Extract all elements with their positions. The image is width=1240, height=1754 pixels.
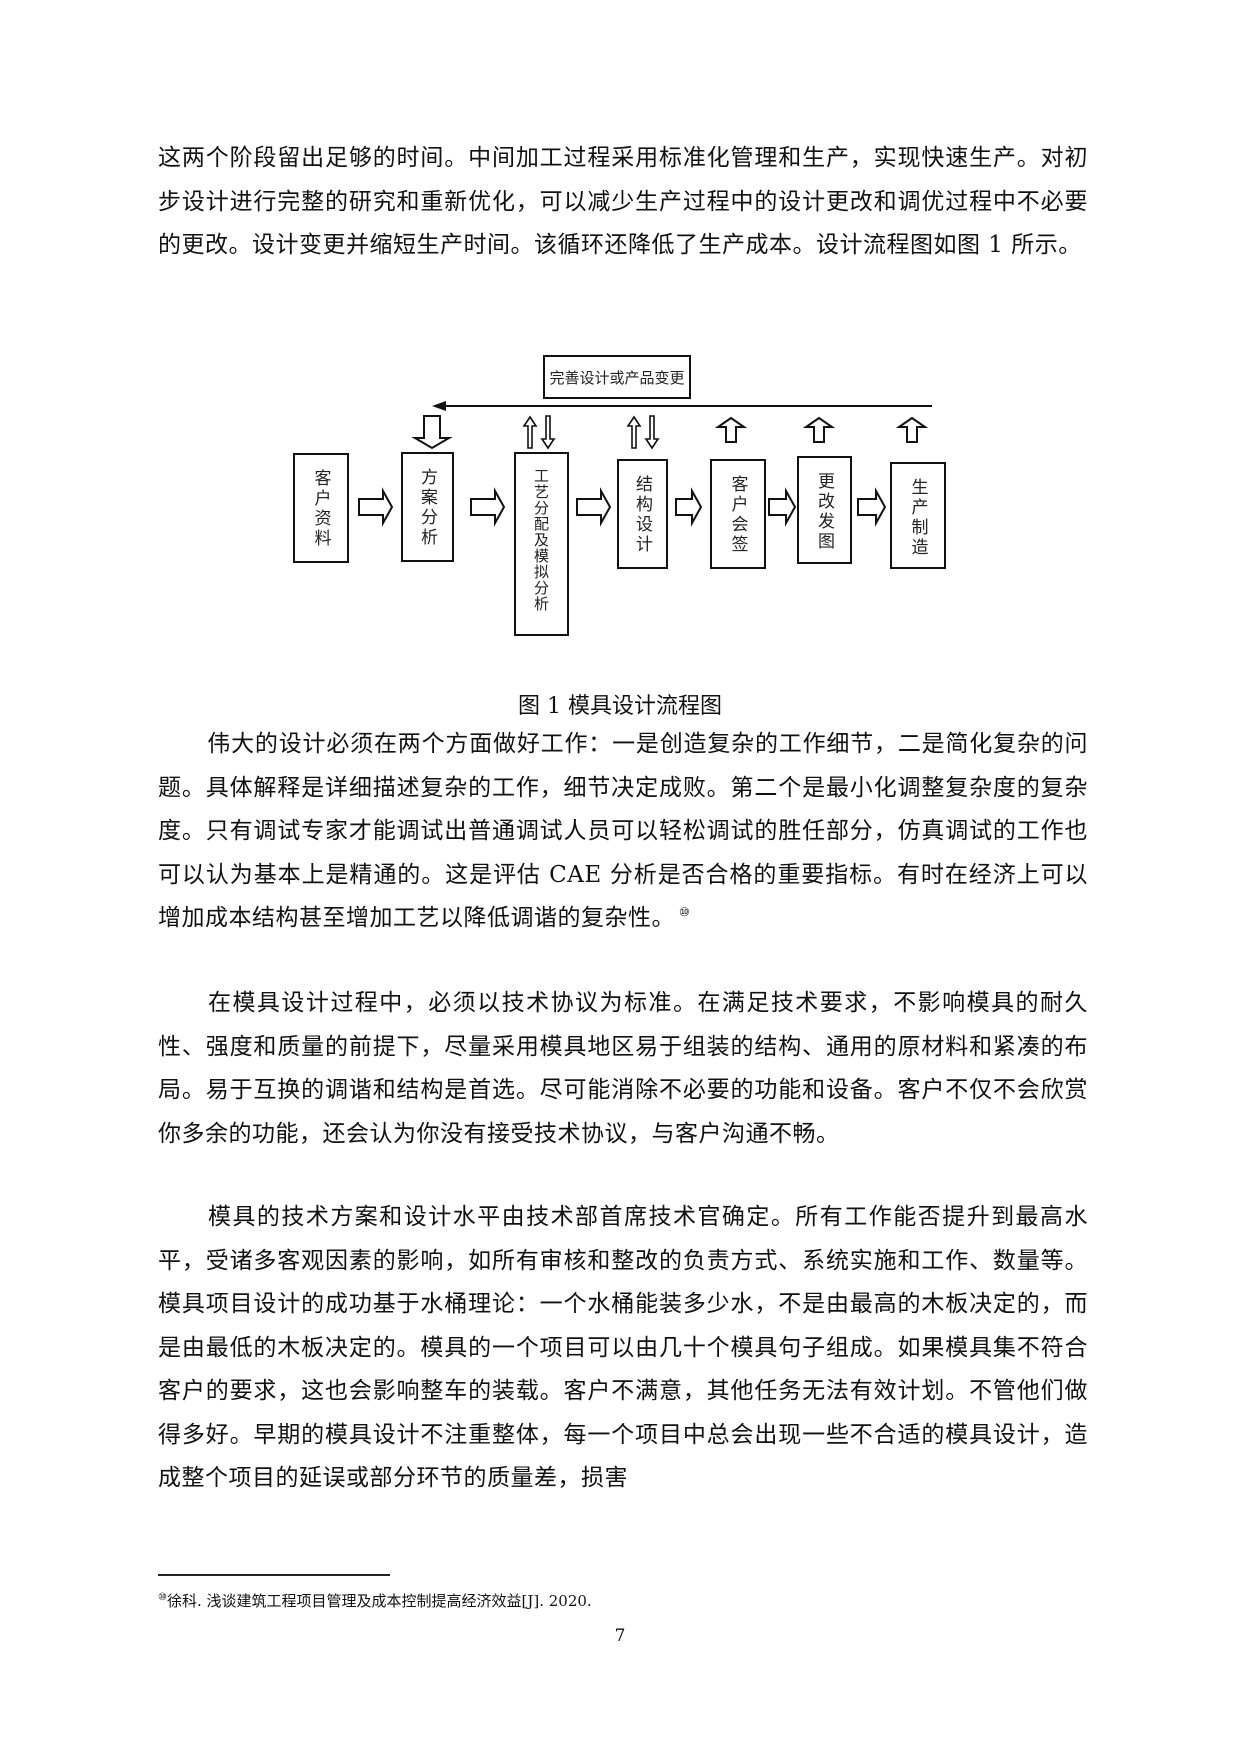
paragraph-3: 模具的技术方案和设计水平由技术部首席技术官确定。所有工作能否提升到最高水平，受诸… — [158, 1196, 1088, 1501]
flow-step-1: 客户资料 — [293, 453, 349, 563]
flow-step-label: 方案分析 — [417, 468, 437, 548]
flow-step-label: 客户资料 — [310, 469, 331, 549]
arrowhead-left-icon — [432, 401, 446, 411]
flowchart-arrows — [358, 401, 932, 527]
up-down-arrows-icon — [626, 415, 660, 450]
paragraph-3-text: 模具的技术方案和设计水平由技术部首席技术官确定。所有工作能否提升到最高水平，受诸… — [158, 1204, 1088, 1491]
page-number-text: 7 — [614, 1626, 626, 1646]
footnote-divider — [158, 1574, 390, 1576]
footnote-reference[interactable]: ⑩ — [679, 905, 691, 920]
flow-step-label: 工艺分配及模拟分析 — [532, 468, 550, 612]
up-down-arrows-icon — [522, 415, 556, 450]
page-number: 7 — [0, 1626, 1240, 1646]
feedback-box: 完善设计或产品变更 — [543, 355, 691, 399]
up-arrow-icon — [714, 416, 748, 443]
paragraph-1-text: 伟大的设计必须在两个方面做好工作：一是创造复杂的工作细节，二是简化复杂的问题。具… — [158, 731, 1088, 931]
flow-step-2: 方案分析 — [401, 452, 454, 562]
flow-step-label: 结构设计 — [632, 475, 652, 555]
flow-step-4: 结构设计 — [617, 459, 668, 569]
right-arrow-icon — [675, 487, 703, 527]
right-arrow-icon — [358, 487, 394, 527]
flow-step-label: 客户会签 — [727, 475, 748, 555]
paragraph-2-text: 在模具设计过程中，必须以技术协议为标准。在满足技术要求，不影响模具的耐久性、强度… — [158, 990, 1088, 1147]
flow-step-6: 更改发图 — [797, 456, 852, 564]
right-arrow-icon — [857, 487, 887, 527]
paragraph-intro-text: 这两个阶段留出足够的时间。中间加工过程采用标准化管理和生产，实现快速生产。对初步… — [158, 145, 1088, 258]
down-arrow-icon — [411, 415, 453, 450]
figure-caption: 图 1 模具设计流程图 — [0, 688, 1240, 720]
footnote-marker: ⑩ — [158, 1592, 167, 1603]
right-arrow-icon — [576, 487, 612, 527]
footnote-text: 徐科. 浅谈建筑工程项目管理及成本控制提高经济效益[J]. 2020. — [166, 1592, 592, 1610]
flow-step-5: 客户会签 — [710, 459, 766, 569]
paragraph-intro: 这两个阶段留出足够的时间。中间加工过程采用标准化管理和生产，实现快速生产。对初步… — [158, 137, 1088, 268]
feedback-box-label: 完善设计或产品变更 — [549, 368, 685, 387]
flow-step-label: 生产制造 — [907, 478, 928, 558]
up-arrow-icon — [802, 416, 836, 443]
right-arrow-icon — [768, 487, 797, 527]
paragraph-2: 在模具设计过程中，必须以技术协议为标准。在满足技术要求，不影响模具的耐久性、强度… — [158, 982, 1088, 1156]
figure-caption-text: 图 1 模具设计流程图 — [518, 694, 722, 719]
right-arrow-icon — [470, 487, 506, 527]
paragraph-1: 伟大的设计必须在两个方面做好工作：一是创造复杂的工作细节，二是简化复杂的问题。具… — [158, 723, 1088, 941]
flow-step-7: 生产制造 — [890, 462, 946, 569]
footnote: ⑩徐科. 浅谈建筑工程项目管理及成本控制提高经济效益[J]. 2020. — [158, 1590, 592, 1611]
flow-step-label: 更改发图 — [814, 472, 834, 552]
up-arrow-icon — [895, 416, 929, 443]
flow-step-3: 工艺分配及模拟分析 — [514, 452, 569, 636]
